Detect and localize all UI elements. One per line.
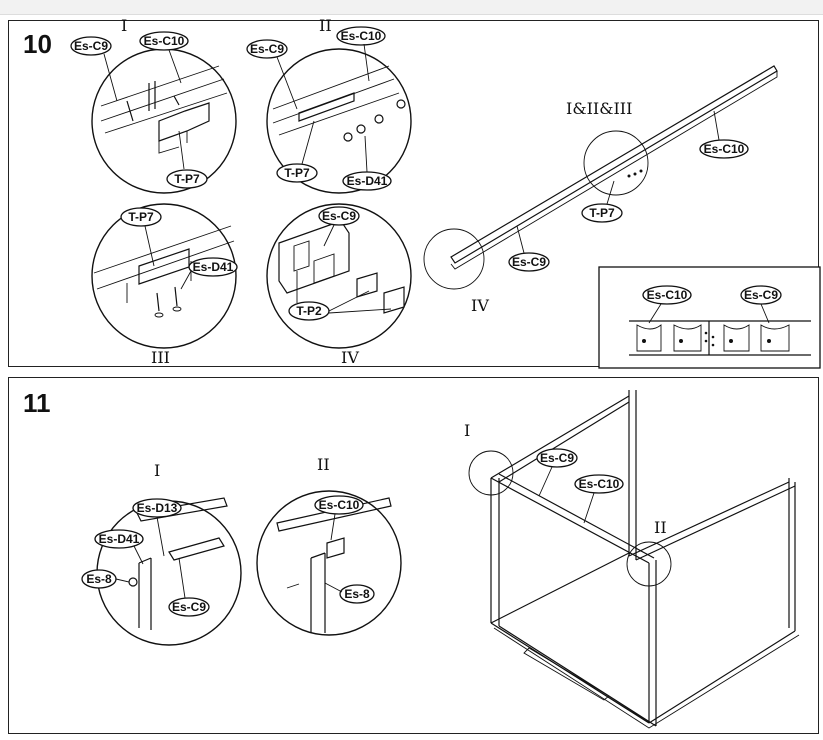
label: T-P7: [284, 166, 310, 180]
label: I&II&III: [566, 99, 632, 118]
label: Es-D13: [137, 501, 178, 515]
label: Es-C9: [74, 39, 108, 53]
label: IV: [471, 296, 489, 315]
overview-beam: I&II&III IV Es-C10 T-P7 Es-C9: [423, 65, 778, 315]
detail-II: II Es-C9 Es-C10 T-P7 Es-D41: [246, 16, 412, 194]
label: Es-C9: [540, 451, 574, 465]
label: I: [464, 421, 470, 440]
label: I: [121, 16, 127, 35]
label: II: [319, 16, 332, 35]
detail-II: II Es-C10 Es-8: [256, 455, 402, 636]
label: Es-D41: [99, 532, 140, 546]
label: Es-C9: [250, 42, 284, 56]
detail-I: I Es-D13 Es-D41 Es-8 Es-C9: [81, 461, 242, 646]
label: Es-C10: [319, 498, 360, 512]
label: IV: [341, 348, 359, 367]
label: III: [151, 348, 170, 367]
label: Es-8: [86, 572, 112, 586]
frame-overview: I II Es-C9 Es-C10: [464, 390, 800, 729]
detail-I: I Es-C9 Es-C10 T-P7: [70, 16, 237, 194]
step-11-drawing: I Es-D13 Es-D41 Es-8 Es-C9 II Es-C10 Es-…: [81, 390, 800, 729]
label: Es-D41: [193, 260, 234, 274]
label: II: [654, 518, 667, 537]
step-number: 10: [23, 29, 52, 59]
label: Es-C10: [579, 477, 620, 491]
step-10-panel: 10 I Es-C9 Es-C10 T-P7: [8, 16, 821, 369]
detail-III: III T-P7 Es-D41: [91, 203, 238, 367]
label: Es-C9: [744, 288, 778, 302]
label: Es-C9: [172, 600, 206, 614]
label: Es-C10: [647, 288, 688, 302]
step-11-panel: 11 I Es-D13 Es-D41 Es-8 Es-C9: [8, 377, 819, 734]
label: II: [317, 455, 330, 474]
label: Es-C10: [341, 29, 382, 43]
step-10-drawing: I Es-C9 Es-C10 T-P7 II Es-C9 Es-C10 T-P7: [70, 16, 821, 369]
label: Es-C9: [322, 209, 356, 223]
top-strip: [0, 0, 823, 15]
label: Es-C10: [144, 34, 185, 48]
label: Es-C9: [512, 255, 546, 269]
label: T-P7: [589, 206, 615, 220]
label: Es-C10: [704, 142, 745, 156]
label: Es-D41: [347, 174, 388, 188]
label: T-P7: [128, 210, 154, 224]
detail-IV: IV Es-C9 T-P2: [266, 203, 412, 367]
label: T-P7: [174, 172, 200, 186]
label: T-P2: [296, 304, 322, 318]
label: Es-8: [344, 587, 370, 601]
label: I: [154, 461, 160, 480]
step-number: 11: [23, 388, 51, 418]
inset-detail: Es-C10 Es-C9: [598, 266, 821, 369]
